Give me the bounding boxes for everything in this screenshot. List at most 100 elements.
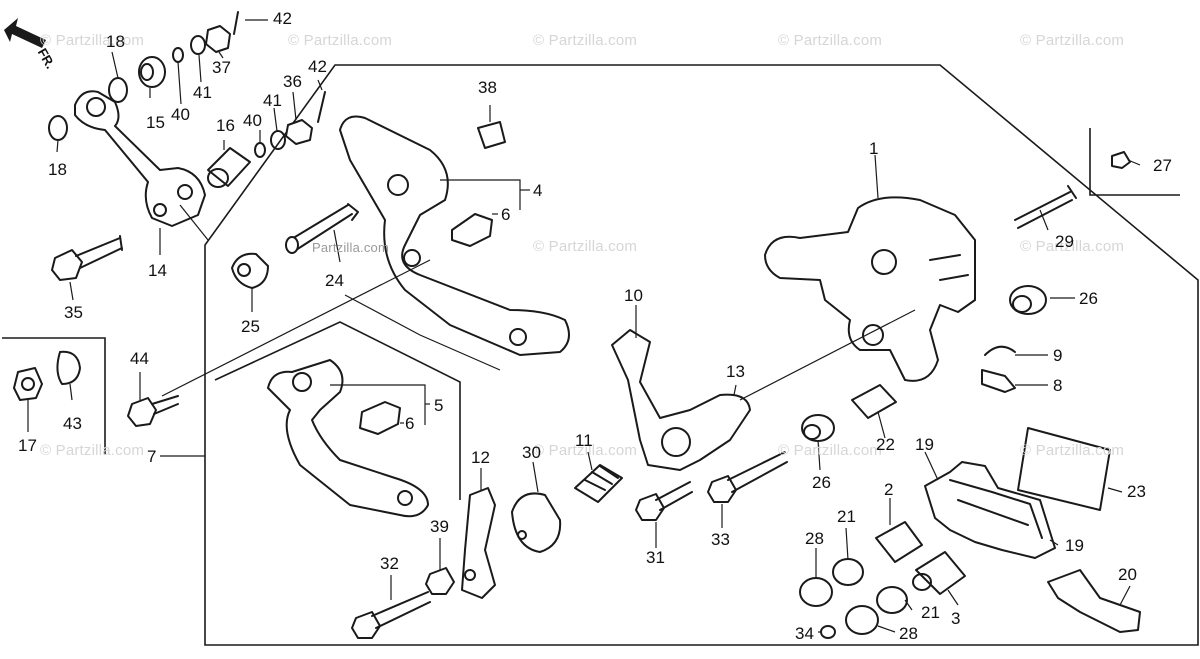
callout-11: 11	[575, 431, 593, 450]
callout-3: 3	[951, 609, 961, 628]
part-6-pad-spring-lower	[359, 401, 401, 435]
callout-21: 21	[921, 603, 940, 622]
callout-36: 36	[283, 72, 302, 91]
part-42-cotter-pin-top	[233, 11, 239, 35]
part-35-bolt	[51, 235, 123, 281]
callout-24: 24	[325, 271, 344, 290]
callout-43: 43	[63, 414, 82, 433]
part-3-piston	[912, 551, 966, 595]
callout-42: 42	[308, 57, 327, 76]
watermark: © Partzilla.com	[778, 442, 883, 459]
callout-40: 40	[243, 111, 262, 130]
part-5-lower-bracket	[267, 359, 429, 518]
part-9-bleed-cap	[984, 345, 1016, 356]
part-41-washer-mid	[270, 130, 286, 150]
part-4-caliper-bracket	[339, 115, 570, 356]
watermark: © Partzilla.com	[40, 32, 145, 49]
callout-23: 23	[1127, 482, 1146, 501]
part-21-seal-upper	[832, 558, 864, 586]
callout-7: 7	[147, 447, 157, 466]
callout-27: 27	[1153, 156, 1172, 175]
part-12-plate	[461, 487, 496, 599]
callout-42: 42	[273, 9, 292, 28]
callout-18: 18	[106, 32, 125, 51]
part-28-seal-upper	[799, 577, 833, 607]
callout-6: 6	[501, 205, 511, 224]
callout-38: 38	[478, 78, 497, 97]
part-11-spring	[574, 464, 623, 503]
callout-16: 16	[216, 116, 235, 135]
leader-lines	[27, 19, 1141, 633]
part-40-washer-mid	[254, 142, 266, 158]
part-23-shim	[1017, 427, 1111, 511]
part-21-seal-lower	[876, 586, 908, 614]
part-26-boot-upper	[1009, 285, 1047, 315]
part-32-bolt	[351, 591, 431, 639]
callout-14: 14	[148, 261, 167, 280]
callout-18: 18	[48, 160, 67, 179]
callout-13: 13	[726, 362, 745, 381]
callout-1: 1	[869, 139, 879, 158]
part-17-nut	[13, 367, 43, 401]
part-38-bolt	[477, 121, 506, 149]
part-22-sleeve	[851, 384, 897, 419]
callout-10: 10	[624, 286, 643, 305]
watermark: © Partzilla.com	[533, 238, 638, 255]
callout-34: 34	[795, 624, 814, 643]
callout-5: 5	[434, 396, 444, 415]
callout-9: 9	[1053, 346, 1063, 365]
part-18-washer-lower	[48, 115, 68, 141]
part-1-caliper-body	[764, 196, 976, 382]
callout-35: 35	[64, 303, 83, 322]
callout-17: 17	[18, 436, 37, 455]
part-30-boot	[511, 492, 562, 553]
watermark-center: Partzilla.com	[312, 240, 390, 255]
part-42-cotter-pin-mid	[317, 91, 326, 123]
callout-8: 8	[1053, 376, 1063, 395]
callout-31: 31	[646, 548, 665, 567]
part-25-boot	[231, 252, 269, 289]
part-34-oring	[820, 625, 836, 639]
part-6-pad-spring-upper	[451, 213, 493, 247]
callout-29: 29	[1055, 232, 1074, 251]
watermark: © Partzilla.com	[1020, 442, 1125, 459]
callout-41: 41	[193, 83, 212, 102]
callout-33: 33	[711, 530, 730, 549]
part-43-circlip	[56, 350, 81, 385]
callout-28: 28	[805, 529, 824, 548]
callout-25: 25	[241, 317, 260, 336]
callout-15: 15	[146, 113, 165, 132]
watermark: © Partzilla.com	[40, 442, 145, 459]
watermark: © Partzilla.com	[1020, 32, 1125, 49]
part-24-slide-pin	[285, 203, 359, 254]
watermark: © Partzilla.com	[533, 32, 638, 49]
part-2-piston	[875, 521, 923, 563]
part-15-bushing	[138, 56, 166, 88]
part-8-bleed-valve	[981, 369, 1016, 393]
callout-40: 40	[171, 105, 190, 124]
part-16-collar	[207, 147, 251, 188]
watermark: © Partzilla.com	[288, 32, 393, 49]
callout-4: 4	[533, 181, 543, 200]
part-44-bolt	[127, 395, 179, 427]
watermark: © Partzilla.com	[1020, 238, 1125, 255]
clip-43-frame	[2, 337, 106, 455]
callout-28: 28	[899, 624, 918, 643]
part-39-nut	[425, 567, 455, 595]
part-40-washer-top	[172, 47, 184, 63]
part-31-bolt	[635, 481, 693, 521]
callout-22: 22	[876, 435, 895, 454]
watermark: © Partzilla.com	[778, 32, 883, 49]
part-20-pad-spring	[1047, 569, 1141, 633]
part-14-pedal-arm	[74, 90, 206, 227]
callout-44: 44	[130, 349, 149, 368]
callout-26: 26	[1079, 289, 1098, 308]
assembly-frame	[204, 64, 1199, 646]
watermark: © Partzilla.com	[533, 442, 638, 459]
callout-30: 30	[522, 443, 541, 462]
part-26-boot-lower	[801, 414, 835, 442]
callout-12: 12	[471, 448, 490, 467]
callout-21: 21	[837, 507, 856, 526]
front-arrow-icon	[4, 18, 46, 48]
